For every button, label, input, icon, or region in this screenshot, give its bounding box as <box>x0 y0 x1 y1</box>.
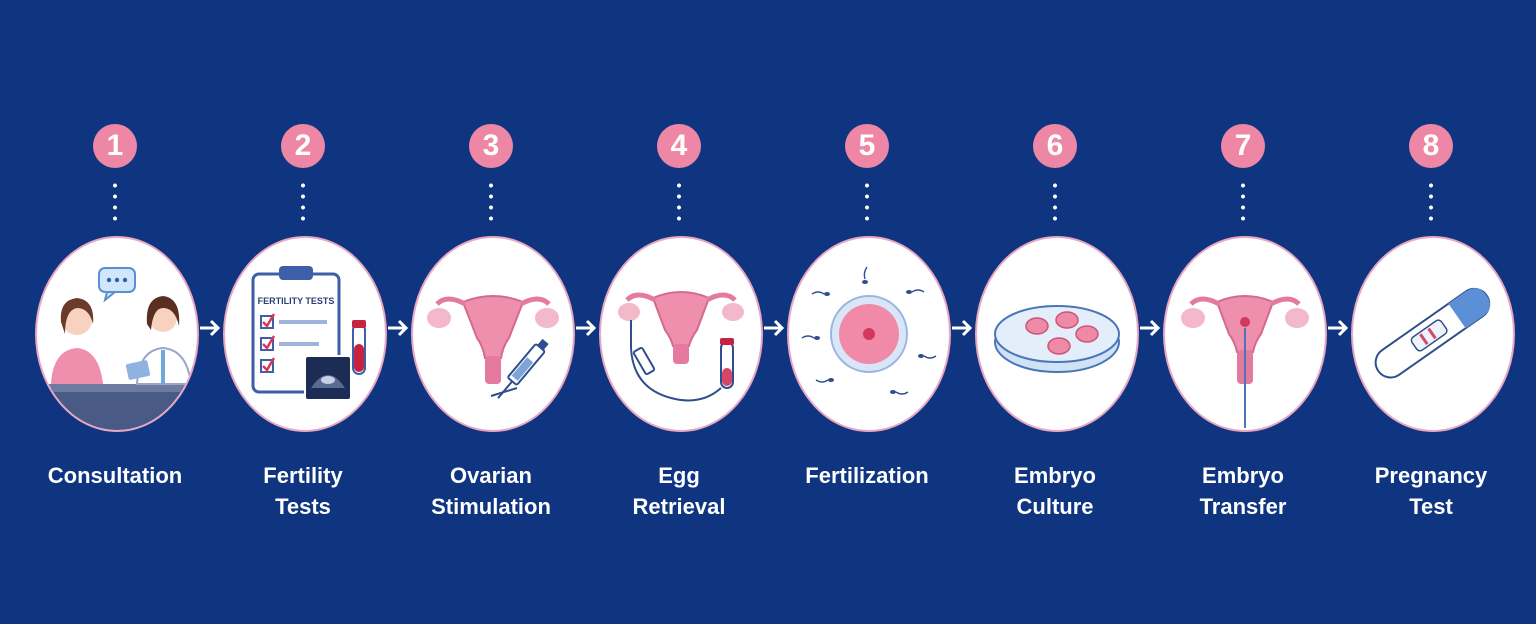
egg-retrieval-icon <box>599 236 763 432</box>
consultation-icon <box>35 236 199 432</box>
step-fertility-tests: 2 FERTILITY TESTS <box>208 0 398 624</box>
step-number-badge: 8 <box>1409 124 1453 168</box>
step-egg-retrieval: 4 Egg Retrieval <box>584 0 774 624</box>
dotted-connector <box>1241 180 1245 224</box>
arrow-right-icon <box>576 319 597 337</box>
dotted-connector <box>677 180 681 224</box>
dotted-connector <box>1429 180 1433 224</box>
fertility-tests-icon: FERTILITY TESTS <box>223 236 387 432</box>
step-number-badge: 5 <box>845 124 889 168</box>
dotted-connector <box>489 180 493 224</box>
step-embryo-transfer: 7 Embryo Transfer <box>1148 0 1338 624</box>
step-number-badge: 1 <box>93 124 137 168</box>
dotted-connector <box>865 180 869 224</box>
dotted-connector <box>301 180 305 224</box>
arrow-right-icon <box>200 319 221 337</box>
step-embryo-culture: 6 Embryo Culture <box>960 0 1150 624</box>
step-number-badge: 6 <box>1033 124 1077 168</box>
step-label: Fertilization <box>805 463 929 488</box>
arrow-right-icon <box>764 319 785 337</box>
step-label: Consultation <box>47 463 183 488</box>
embryo-transfer-icon <box>1163 236 1327 432</box>
fertilization-icon <box>787 236 951 432</box>
step-ovarian-stimulation: 3 Ovarian Stimulation <box>396 0 586 624</box>
step-label: Embryo Transfer <box>1199 463 1287 519</box>
dotted-connector <box>1053 180 1057 224</box>
arrow-right-icon <box>952 319 973 337</box>
arrow-right-icon <box>388 319 409 337</box>
step-number-badge: 2 <box>281 124 325 168</box>
embryo-culture-icon <box>975 236 1139 432</box>
step-label: Embryo Culture <box>1014 463 1096 519</box>
step-label: Fertility Tests <box>263 463 343 519</box>
ovarian-stimulation-icon <box>411 236 575 432</box>
step-label: Ovarian Stimulation <box>431 463 551 519</box>
arrow-right-icon <box>1140 319 1161 337</box>
step-pregnancy-test: 8 Pregnancy Test <box>1336 0 1526 624</box>
step-number-badge: 4 <box>657 124 701 168</box>
dotted-connector <box>113 180 117 224</box>
clipboard-title: FERTILITY TESTS <box>258 296 335 306</box>
step-number-badge: 3 <box>469 124 513 168</box>
pregnancy-test-icon <box>1351 236 1515 432</box>
step-label: Pregnancy Test <box>1374 463 1488 519</box>
step-number-badge: 7 <box>1221 124 1265 168</box>
step-label: Egg Retrieval <box>632 463 726 519</box>
step-fertilization: 5 <box>772 0 962 624</box>
step-consultation: 1 Consultation <box>20 0 210 624</box>
arrow-right-icon <box>1328 319 1349 337</box>
